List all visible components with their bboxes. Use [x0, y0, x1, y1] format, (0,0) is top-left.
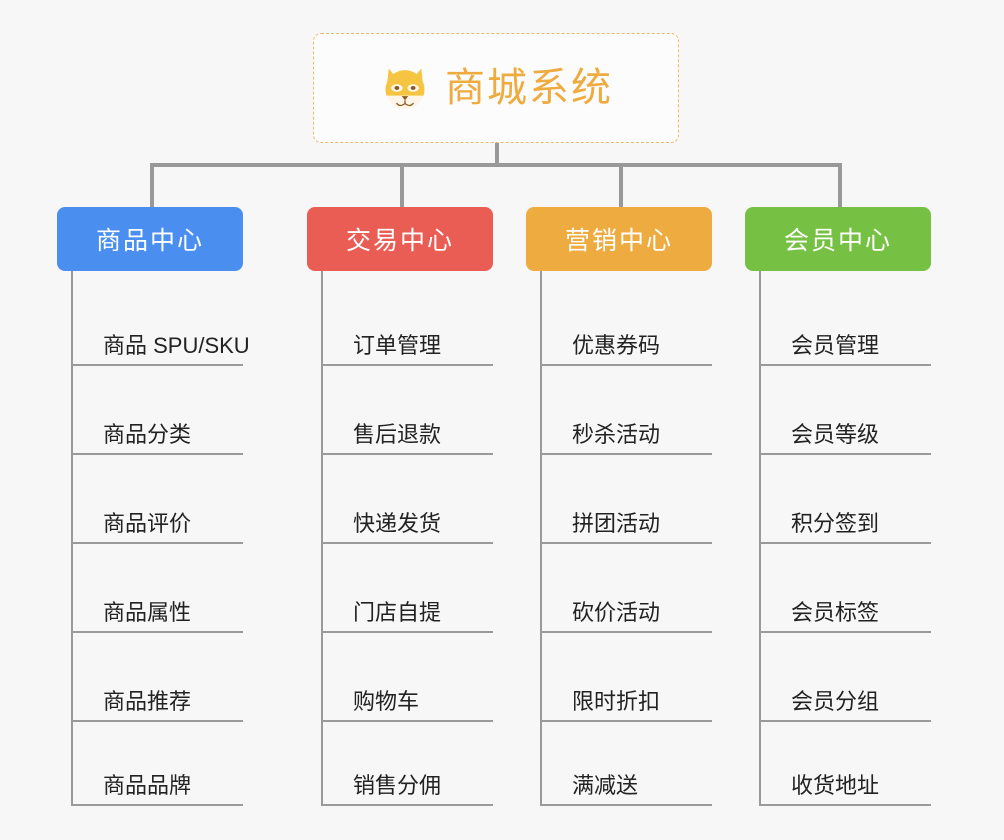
category-header-label: 营销中心: [564, 227, 673, 255]
list-item[interactable]: 购物车: [323, 633, 493, 722]
list-item[interactable]: 满减送: [542, 722, 712, 806]
list-item[interactable]: 商品评价: [73, 455, 243, 544]
list-item-label: 商品 SPU/SKU: [103, 332, 250, 358]
connector-root-stem: [495, 143, 499, 165]
list-item[interactable]: 会员等级: [761, 366, 931, 455]
list-item-label: 商品分类: [103, 421, 192, 447]
list-item[interactable]: 商品分类: [73, 366, 243, 455]
category-header-transaction[interactable]: 交易中心: [307, 207, 493, 271]
list-item[interactable]: 商品品牌: [73, 722, 243, 806]
list-item-label: 快递发货: [353, 510, 442, 536]
list-item-label: 秒杀活动: [572, 421, 661, 447]
connector-horizontal-bus: [150, 163, 839, 167]
list-item[interactable]: 砍价活动: [542, 544, 712, 633]
list-item-label: 会员等级: [791, 421, 880, 447]
category-column-member: 会员中心 会员管理 会员等级 积分签到 会员标签 会员分组 收货地址: [745, 207, 931, 806]
list-item-label: 商品评价: [103, 510, 192, 536]
list-item[interactable]: 快递发货: [323, 455, 493, 544]
list-item-label: 拼团活动: [572, 510, 661, 536]
category-header-label: 会员中心: [783, 227, 892, 255]
category-header-marketing[interactable]: 营销中心: [526, 207, 712, 271]
list-item-label: 优惠券码: [572, 332, 661, 358]
list-item[interactable]: 门店自提: [323, 544, 493, 633]
list-item-label: 订单管理: [353, 332, 442, 358]
category-header-member[interactable]: 会员中心: [745, 207, 931, 271]
list-item-label: 满减送: [572, 772, 639, 798]
leaf-list-marketing: 优惠券码 秒杀活动 拼团活动 砍价活动 限时折扣 满减送: [540, 271, 712, 806]
connector-drop-2: [400, 163, 404, 207]
list-item-label: 商品品牌: [103, 772, 192, 798]
root-node-label: 商城系统: [445, 66, 613, 110]
list-item[interactable]: 销售分佣: [323, 722, 493, 806]
leaf-list-member: 会员管理 会员等级 积分签到 会员标签 会员分组 收货地址: [759, 271, 931, 806]
list-item-label: 会员管理: [791, 332, 880, 358]
list-item[interactable]: 会员管理: [761, 277, 931, 366]
list-item[interactable]: 订单管理: [323, 277, 493, 366]
leaf-list-transaction: 订单管理 售后退款 快递发货 门店自提 购物车 销售分佣: [321, 271, 493, 806]
list-item-label: 门店自提: [353, 599, 442, 625]
list-item-label: 销售分佣: [353, 772, 442, 798]
list-item-label: 砍价活动: [572, 599, 661, 625]
list-item-label: 会员分组: [791, 688, 880, 714]
list-item[interactable]: 会员标签: [761, 544, 931, 633]
list-item[interactable]: 会员分组: [761, 633, 931, 722]
list-item[interactable]: 收货地址: [761, 722, 931, 806]
list-item[interactable]: 积分签到: [761, 455, 931, 544]
list-item-label: 商品推荐: [103, 688, 192, 714]
category-column-marketing: 营销中心 优惠券码 秒杀活动 拼团活动 砍价活动 限时折扣 满减送: [526, 207, 712, 806]
list-item-label: 收货地址: [791, 772, 880, 798]
category-header-label: 商品中心: [95, 227, 204, 255]
list-item[interactable]: 商品属性: [73, 544, 243, 633]
list-item[interactable]: 商品推荐: [73, 633, 243, 722]
category-column-transaction: 交易中心 订单管理 售后退款 快递发货 门店自提 购物车 销售分佣: [307, 207, 493, 806]
root-node-mall-system[interactable]: 商城系统: [313, 33, 679, 143]
connector-drop-4: [838, 163, 842, 207]
list-item-label: 售后退款: [353, 421, 442, 447]
connector-drop-3: [619, 163, 623, 207]
category-column-product: 商品中心 商品 SPU/SKU 商品分类 商品评价 商品属性 商品推荐 商品品牌: [57, 207, 250, 806]
connector-drop-1: [150, 163, 154, 207]
category-header-label: 交易中心: [345, 227, 454, 255]
list-item-label: 积分签到: [791, 510, 880, 536]
list-item-label: 购物车: [353, 688, 420, 714]
list-item[interactable]: 限时折扣: [542, 633, 712, 722]
list-item[interactable]: 售后退款: [323, 366, 493, 455]
shiba-dog-icon: [379, 62, 431, 114]
list-item-label: 会员标签: [791, 599, 880, 625]
list-item-label: 商品属性: [103, 599, 192, 625]
list-item[interactable]: 拼团活动: [542, 455, 712, 544]
list-item-label: 限时折扣: [572, 688, 661, 714]
leaf-list-product: 商品 SPU/SKU 商品分类 商品评价 商品属性 商品推荐 商品品牌: [71, 271, 250, 806]
list-item[interactable]: 商品 SPU/SKU: [73, 277, 250, 366]
list-item[interactable]: 优惠券码: [542, 277, 712, 366]
list-item[interactable]: 秒杀活动: [542, 366, 712, 455]
category-header-product[interactable]: 商品中心: [57, 207, 243, 271]
